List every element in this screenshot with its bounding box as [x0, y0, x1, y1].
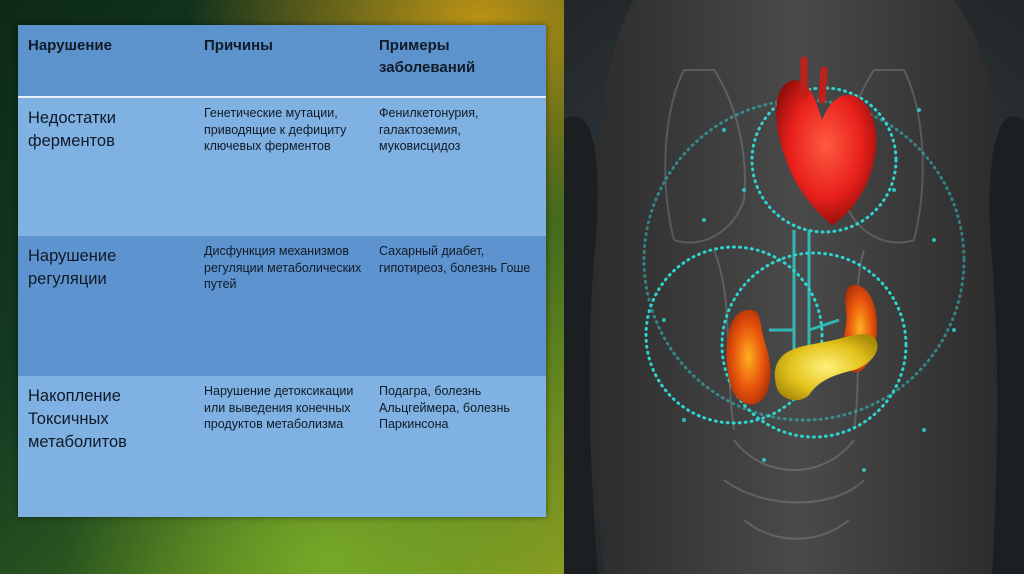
cell-causes: Нарушение детоксикации или выведения кон… — [204, 384, 354, 431]
table-row: Недостатки ферментов Генетические мутаци… — [18, 98, 546, 236]
cell-examples: Сахарный диабет, гипотиреоз, болезнь Гош… — [379, 244, 531, 275]
cell-disorder: Накопление Токсичных метаболитов — [28, 387, 127, 451]
header-examples: Примеры заболеваний — [379, 37, 476, 76]
header-causes: Причины — [204, 37, 273, 54]
cell-causes: Генетические мутации, приводящие к дефиц… — [204, 106, 347, 153]
header-disorder: Нарушение — [28, 37, 112, 54]
cell-causes: Дисфункция механизмов регуляции метаболи… — [204, 244, 362, 291]
pancreas-icon — [774, 334, 878, 401]
anatomy-illustration — [564, 0, 1024, 574]
torso-figure — [564, 0, 1024, 574]
table-header-row: Нарушение Причины Примеры заболеваний — [18, 25, 546, 98]
table-row: Накопление Токсичных метаболитов Нарушен… — [18, 376, 546, 517]
metabolic-disorders-table: Нарушение Причины Примеры заболеваний Не… — [18, 25, 546, 517]
cell-disorder: Недостатки ферментов — [28, 109, 116, 150]
cell-examples: Подагра, болезнь Альцгеймера, болезнь Па… — [379, 384, 510, 431]
heart-icon — [776, 56, 877, 225]
cell-examples: Фенилкетонурия, галактоземия, муковисцид… — [379, 106, 479, 153]
glow-rings — [642, 86, 966, 439]
cell-disorder: Нарушение регуляции — [28, 247, 117, 288]
table-row: Нарушение регуляции Дисфункция механизмо… — [18, 236, 546, 376]
